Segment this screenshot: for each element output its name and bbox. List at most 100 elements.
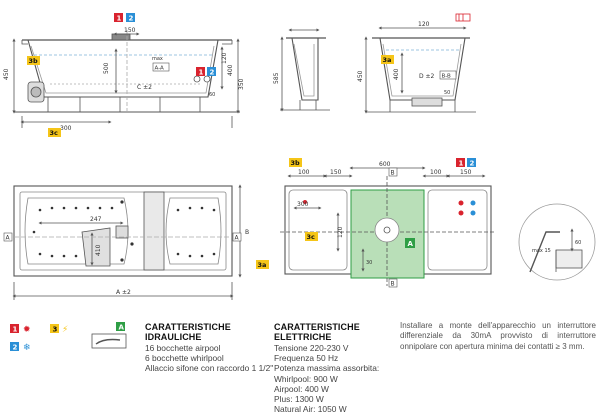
- detail-dim-60: 60: [575, 240, 581, 246]
- plan-dim-100-left: 100: [298, 169, 310, 176]
- sun-icon: ✹: [23, 325, 31, 335]
- dim-a2: A ±2: [116, 289, 131, 296]
- svg-text:3c: 3c: [50, 129, 59, 137]
- badge-hot-front: 1: [114, 13, 123, 23]
- electric-line: Frequenza 50 Hz: [274, 353, 339, 364]
- svg-text:1: 1: [13, 326, 18, 334]
- electric-title: CARATTERISTICHE ELETTRICHE: [274, 322, 360, 342]
- detail-circle: [518, 203, 596, 281]
- dim-300: 300: [60, 125, 72, 132]
- svg-text:3b: 3b: [29, 57, 39, 65]
- badge-3c-plan: 3c: [305, 232, 318, 241]
- plan-dim-600: 600: [379, 161, 391, 168]
- dim-b: B: [245, 229, 249, 236]
- hydraulic-title: CARATTERISTICHE IDRAULICHE: [145, 322, 231, 342]
- svg-text:3a: 3a: [383, 56, 392, 64]
- section-a-marker-left: A: [3, 232, 13, 242]
- dim-side-120: 120: [418, 21, 430, 28]
- dim-120: 120: [221, 52, 228, 64]
- svg-text:A: A: [6, 235, 11, 242]
- front-section-view: [12, 30, 240, 128]
- section-bb-label: B-B: [442, 74, 452, 80]
- dim-350: 350: [238, 78, 245, 90]
- svg-text:2: 2: [13, 344, 18, 352]
- plan-dim-120: 120: [337, 226, 344, 238]
- hydraulic-line: 16 bocchette airpool: [145, 343, 221, 353]
- svg-text:2: 2: [129, 15, 134, 23]
- badge-3a-side: 3a: [381, 55, 394, 64]
- svg-text:B: B: [391, 170, 395, 177]
- hydraulic-line: Allaccio sifone con raccordo 1 1/2": [145, 363, 274, 374]
- svg-text:1: 1: [199, 69, 204, 77]
- dim-500: 500: [103, 62, 110, 74]
- installation-plan: [280, 166, 495, 286]
- svg-text:A: A: [408, 240, 414, 248]
- side-section-view: [364, 26, 476, 114]
- dim-side-400: 400: [393, 68, 400, 80]
- svg-text:3: 3: [53, 326, 58, 334]
- badge-3c-front: 3c: [48, 128, 61, 137]
- hydraulic-line: 6 bocchette whirlpool: [145, 353, 224, 364]
- svg-text:2: 2: [470, 160, 475, 168]
- section-a-marker-right: A: [232, 232, 242, 242]
- dim-d2: D ±2: [419, 73, 435, 80]
- hydraulic-specs: CARATTERISTICHE IDRAULICHE 16 bocchette …: [145, 322, 274, 374]
- legend-icons: 1 ✹ 2 ❄ 3 ⚡ A: [10, 322, 127, 353]
- svg-text:A: A: [235, 235, 240, 242]
- plan-dim-300: 300: [297, 201, 309, 208]
- detail-max15: max 15: [532, 248, 551, 254]
- electric-line: Whirlpool: 900 W: [274, 373, 338, 384]
- electric-line: Natural Air: 1050 W: [274, 404, 347, 414]
- jets: [32, 200, 216, 262]
- svg-text:3a: 3a: [258, 261, 267, 269]
- badge-3a-plan: 3a: [256, 260, 269, 269]
- svg-text:1: 1: [117, 15, 122, 23]
- plan-dim-30: 30: [366, 260, 372, 266]
- electric-icon: ⚡: [62, 325, 68, 335]
- svg-text:3c: 3c: [307, 233, 316, 241]
- plan-b-marker-top: B: [388, 167, 398, 177]
- badge-cold-front: 2: [126, 13, 135, 23]
- electric-line: Plus: 1300 W: [274, 394, 324, 405]
- side-profile-view: [280, 28, 330, 112]
- plan-b-marker-bottom: B: [388, 278, 398, 288]
- dim-c2: C ±2: [137, 84, 152, 91]
- electric-line: Tensione 220-230 V: [274, 343, 349, 353]
- electric-specs: CARATTERISTICHE ELETTRICHE Tensione 220-…: [274, 322, 394, 414]
- plan-dim-150-left: 150: [330, 169, 342, 176]
- drain-pipe-icon: [91, 333, 127, 349]
- badge-hot-front-2: 1: [196, 67, 205, 77]
- dim-150: 150: [124, 27, 136, 34]
- svg-text:1: 1: [459, 160, 464, 168]
- dim-60: 60: [209, 92, 215, 98]
- dim-410: 410: [95, 244, 102, 256]
- badge-cold-plan: 2: [467, 158, 476, 168]
- tap-icon: [455, 13, 471, 22]
- dim-450: 450: [3, 68, 10, 80]
- electric-line: Airpool: 400 W: [274, 383, 329, 394]
- dim-side-450: 450: [357, 70, 364, 82]
- installation-note: Installare a monte dell'apparecchio un i…: [400, 321, 596, 351]
- badge-hot-plan: 1: [456, 158, 465, 168]
- electric-line: Potenza massima assorbita:: [274, 363, 380, 374]
- top-view: [12, 184, 242, 300]
- svg-text:3b: 3b: [291, 159, 301, 167]
- max-water-label: max: [152, 56, 163, 62]
- badge-cold-front-2: 2: [207, 67, 216, 77]
- svg-text:B: B: [391, 281, 395, 288]
- dim-247: 247: [90, 216, 102, 223]
- svg-text:A: A: [119, 324, 125, 332]
- dim-400: 400: [227, 64, 234, 76]
- dim-side-50: 50: [444, 90, 450, 96]
- plan-dim-100: 100: [430, 169, 442, 176]
- svg-text:2: 2: [210, 69, 215, 77]
- plan-zone-a: A: [405, 238, 415, 248]
- plan-dim-150: 150: [460, 169, 472, 176]
- badge-3b-front: 3b: [27, 56, 40, 65]
- plan-taps: [303, 200, 476, 216]
- dim-585: 585: [273, 72, 280, 84]
- snowflake-icon: ❄: [23, 343, 31, 353]
- section-aa-label: A-A: [155, 66, 165, 72]
- badge-3b-plan: 3b: [289, 158, 302, 167]
